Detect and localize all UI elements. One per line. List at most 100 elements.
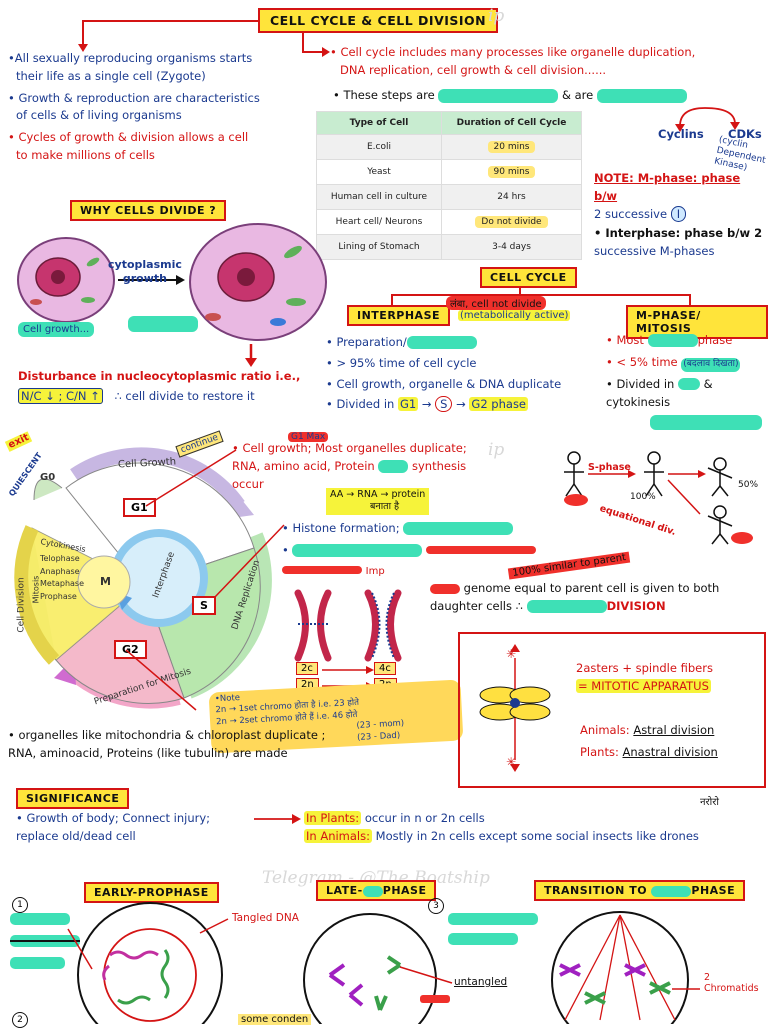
g1-note-b-suffix: synthesis xyxy=(412,458,467,473)
wheel-phase: Telophase xyxy=(40,553,80,563)
table-cell: Lining of Stomach xyxy=(316,234,442,260)
plants-note-value: occur in n or 2n cells xyxy=(364,811,485,825)
division-label: DIVISION xyxy=(606,598,666,613)
table-row: Human cell in culture 24 hrs xyxy=(316,184,582,210)
divide-text: ∴ cell divide to restore it xyxy=(114,389,255,403)
table-cell: 24 hrs xyxy=(441,184,582,210)
late-heading-a: LATE- xyxy=(326,884,363,897)
page-title-text: CELL CYCLE & CELL DIVISION xyxy=(270,13,487,28)
svg-text:✳: ✳ xyxy=(506,647,516,661)
tangled-label: Tangled DNA xyxy=(232,912,299,924)
table-cell: Do not divide xyxy=(441,209,582,235)
mphase-point-3: • Divided in & xyxy=(606,376,768,394)
steps-highlight-1 xyxy=(438,88,559,103)
s-note-a-text: • Histone formation; xyxy=(282,521,400,535)
wheel-phases: Cytokinesis Telophase Anaphase Metaphase… xyxy=(40,537,87,604)
interphase-point-4: • Divided in G1 → S → G2 phase xyxy=(326,396,529,413)
mphase-point-4: cytokinesis xyxy=(606,394,671,409)
table-row: Yeast 90 mins xyxy=(316,159,582,185)
s-phase-figure xyxy=(564,451,753,545)
duration-table: Type of Cell Duration of Cell Cycle E.co… xyxy=(316,111,582,260)
phase-g2: G2 phase xyxy=(469,397,529,412)
wheel-s-box: S xyxy=(192,596,216,615)
def-1b: DNA replication, cell growth & cell divi… xyxy=(340,62,607,77)
cell-cycle-wheel xyxy=(14,447,272,709)
cyclin-arrows xyxy=(675,107,740,132)
genome-note-1-text: genome equal to parent cell is given to … xyxy=(463,581,720,595)
animals-note: In Animals: Mostly in 2n cells except so… xyxy=(304,828,764,846)
table-header: Duration of Cell Cycle xyxy=(441,111,582,135)
table-header: Type of Cell xyxy=(316,111,442,135)
table-cell-value: Do not divide xyxy=(475,216,548,228)
wheel-g0: G0 xyxy=(40,472,56,483)
note-3b: to make millions of cells xyxy=(16,148,155,163)
cycle-branches xyxy=(391,287,691,307)
def-1a: • Cell cycle includes many processes lik… xyxy=(330,45,696,59)
animals-row: Animals: Astral division xyxy=(580,722,760,740)
g2-notes: • organelles like mitochondria & chlorop… xyxy=(8,727,458,763)
note-3a: • Cycles of growth & division allows a c… xyxy=(8,130,249,145)
apparatus-line-2-text: = MITOTIC APPARATUS xyxy=(576,678,711,693)
step-3-badge: 3 xyxy=(428,898,444,914)
down-arrow xyxy=(245,344,257,367)
interphase-tag-text: लंबा, cell not divide xyxy=(446,296,546,310)
table-row: Lining of Stomach 3-4 days xyxy=(316,234,582,260)
table-row: E.coli 20 mins xyxy=(316,134,582,160)
plants-value: Anastral division xyxy=(622,744,718,759)
genome-note-2: daughter cells ∴ DIVISION xyxy=(430,598,766,616)
genome-note: genome equal to parent cell is given to … xyxy=(430,580,766,616)
s-phase-pct1: 100% xyxy=(630,492,656,502)
wheel-phase: Metaphase xyxy=(40,579,85,589)
wheel-g1-box: G1 xyxy=(123,498,156,517)
plants-note-label: In Plants: xyxy=(304,811,362,825)
late-heading-b: PHASE xyxy=(382,884,427,897)
metabolic-tag: (metabolically active) xyxy=(458,310,571,321)
steps-line: • These steps are & are xyxy=(333,87,763,105)
chromosome-drawings xyxy=(294,589,402,662)
cdks-label: CDKs xyxy=(728,127,762,141)
interphase-points: • Preparation/ • > 95% time of cell cycl… xyxy=(326,334,596,414)
ratio-note: N/C ↓ ; C/N ↑ ∴ cell divide to restore i… xyxy=(18,388,255,406)
late-heading: LATE- PHASE xyxy=(316,880,437,901)
genome-note-hl xyxy=(430,583,460,594)
step-1-badge: 1 xyxy=(12,897,28,913)
interphase-point-1-hl xyxy=(406,336,477,349)
g2-note-b: RNA, aminoacid, Proteins (like tubulin) … xyxy=(8,745,288,760)
chromatids-label: 2 Chromatids xyxy=(704,972,759,995)
wheel-m: M xyxy=(100,575,111,588)
watermark-top: ip xyxy=(488,6,505,26)
s-note-c-hl xyxy=(282,566,362,575)
s-note-a: • Histone formation; xyxy=(282,520,572,538)
animals-note-label: In Animals: xyxy=(304,828,372,843)
s-note-b-text: • xyxy=(282,542,289,557)
mphase-highlight xyxy=(650,415,762,430)
significance-arrow xyxy=(254,814,301,824)
significance-heading: SIGNIFICANCE xyxy=(16,788,130,809)
mphase-point-2-tag: (बदलाव दिखता) xyxy=(681,357,741,372)
condense-label: some conden xyxy=(238,1014,312,1025)
interphase-heading: INTERPHASE xyxy=(347,305,451,326)
animals-label: Animals: xyxy=(580,723,630,737)
mphase-note-2-badge: I xyxy=(670,205,687,222)
s-note-b-hl2 xyxy=(426,546,537,555)
significance-a: • Growth of body; Connect injury; xyxy=(16,811,211,825)
chrom-4c: 4c xyxy=(374,662,396,675)
cellgrowth-highlight xyxy=(128,316,198,332)
late-heading-hl xyxy=(362,885,383,897)
interphase-point-3: • Cell growth, organelle & DNA duplicate xyxy=(326,376,562,391)
interphase-point-1-text: • Preparation/ xyxy=(326,335,407,349)
mphase-point-1-hl xyxy=(647,334,698,347)
transition-heading-a: TRANSITION TO xyxy=(544,884,648,897)
g1-note-d: AA → RNA → protein बनाता है xyxy=(326,488,430,515)
plant-animal-notes: In Plants: occur in n or 2n cells In Ani… xyxy=(304,810,764,846)
table-cell: Yeast xyxy=(316,159,442,185)
note-1a: •All sexually reproducing organisms star… xyxy=(8,51,253,65)
genome-note-2-text: daughter cells ∴ xyxy=(430,598,523,613)
mphase-point-3-amp: & xyxy=(703,376,713,391)
untangled-label: untangled xyxy=(454,976,508,988)
g1-notes: • Cell growth; Most organelles duplicate… xyxy=(232,440,552,493)
animals-value: Astral division xyxy=(633,723,715,737)
mphase-points: • Most phase • < 5% time (बदलाव दिखता) •… xyxy=(606,332,768,411)
wheel-phase: Prophase xyxy=(40,592,77,602)
mphase-note-1: NOTE: M-phase: phase b/w xyxy=(594,170,766,206)
